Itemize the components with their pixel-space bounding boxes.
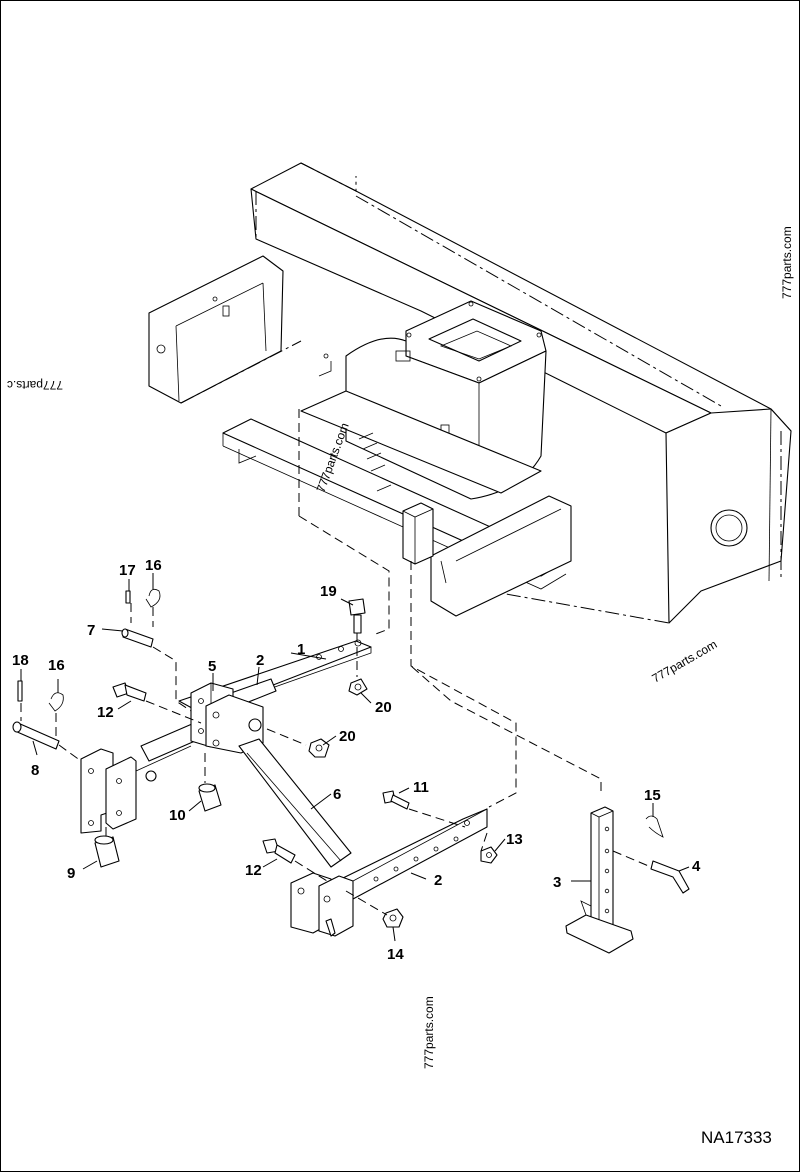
callout-2-lower: 2 — [434, 872, 442, 889]
callout-20-lower: 20 — [339, 728, 356, 745]
callout-18: 18 — [12, 652, 29, 669]
callout-3: 3 — [553, 874, 561, 891]
drawing-code: NA17333 — [701, 1128, 772, 1147]
callout-8: 8 — [31, 762, 39, 779]
callout-2-upper: 2 — [256, 652, 264, 669]
callout-19: 19 — [320, 583, 337, 600]
callout-20-upper: 20 — [375, 699, 392, 716]
watermark: 777parts.com — [780, 226, 794, 299]
callout-9: 9 — [67, 865, 75, 882]
callout-4: 4 — [692, 858, 701, 875]
callout-1: 1 — [297, 641, 305, 658]
callout-10: 10 — [169, 807, 186, 824]
callout-11: 11 — [413, 779, 429, 796]
callout-12-upper: 12 — [97, 704, 114, 721]
callout-7: 7 — [87, 622, 95, 639]
callouts: 1 2 2 3 4 5 6 7 8 9 10 11 12 12 13 14 15… — [12, 557, 701, 963]
blower-housing — [148, 162, 792, 624]
callout-14: 14 — [387, 946, 404, 963]
leader-lines — [20, 573, 690, 942]
hardware — [12, 588, 690, 954]
callout-16-upper: 16 — [145, 557, 162, 574]
watermark: 777parts.com — [422, 996, 436, 1069]
callout-13: 13 — [506, 831, 523, 848]
callout-15: 15 — [644, 787, 661, 804]
assembly-lines — [20, 409, 652, 916]
callout-16-lower: 16 — [48, 657, 65, 674]
callout-12-lower: 12 — [245, 862, 262, 879]
hitch-frame — [80, 639, 488, 937]
callout-6: 6 — [333, 786, 341, 803]
callout-17: 17 — [119, 562, 136, 579]
callout-5: 5 — [208, 658, 216, 675]
watermark: 777parts.c — [7, 378, 63, 392]
watermark: 777parts.com — [650, 637, 720, 685]
